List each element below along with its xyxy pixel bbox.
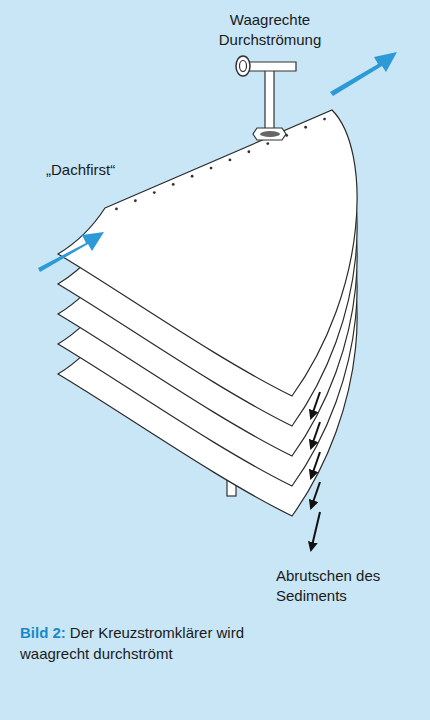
ridge-hole (266, 142, 269, 145)
sediment-arrow (311, 482, 320, 508)
ridge-hole (191, 175, 194, 178)
plate-outline (58, 110, 357, 396)
sediment-arrow (311, 392, 320, 418)
lamella-plate (58, 110, 357, 396)
ridge-hole (210, 167, 213, 170)
ridge-hole (172, 183, 175, 186)
sediment-arrow (311, 512, 320, 550)
ridge-hole (153, 191, 156, 194)
flow-label: Waagrechte Durchströmung (205, 10, 335, 49)
ridge-hole (304, 126, 307, 129)
sediment-arrow (311, 452, 320, 478)
ridge-hole (323, 118, 326, 121)
ridge-hole (247, 150, 250, 153)
sediment-label: Abrutschen des Sediments (276, 566, 416, 605)
figure-number: Bild 2: (20, 624, 66, 641)
inlet-fitting (236, 56, 296, 140)
sediment-arrow (311, 422, 320, 448)
ridge-label: „Dachfirst“ (46, 160, 156, 180)
ridge-hole (115, 208, 118, 211)
ridge-hole (134, 199, 137, 202)
ridge-hole (229, 159, 232, 162)
figure-caption: Bild 2:Der Kreuzstromklärer wird waagrec… (20, 622, 285, 664)
flow-arrows (38, 52, 397, 272)
sediment-arrows (311, 392, 320, 550)
